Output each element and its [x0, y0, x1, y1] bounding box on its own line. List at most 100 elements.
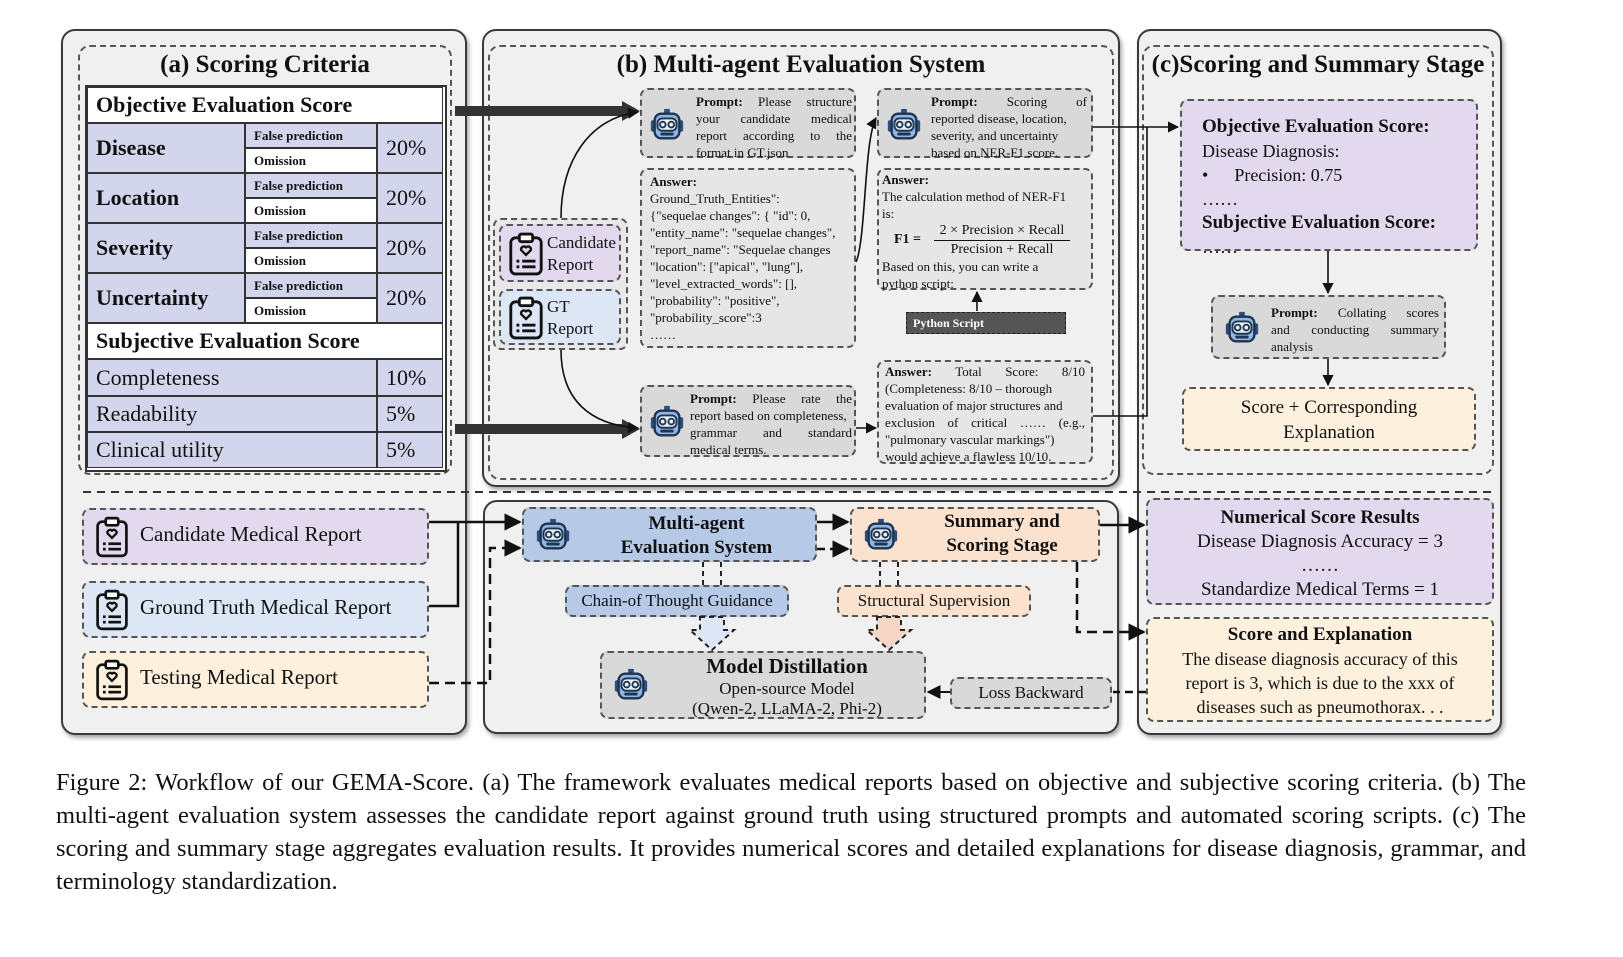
score-explanation-result: Score + Corresponding Explanation — [1182, 387, 1476, 451]
row-completeness-pct: 10% — [377, 359, 443, 396]
row-location-pct: 20% — [377, 173, 443, 223]
result-line-0: Score + Corresponding — [1240, 397, 1418, 418]
f1-formula: F1 = 2 × Precision × Recall Precision + … — [882, 222, 1088, 258]
summary-stage-box: Summary and Scoring Stage — [850, 507, 1100, 562]
prompt2-line-1: reported disease, location, — [931, 111, 1067, 126]
answer2-line-0: The calculation method of NER-F1 — [882, 189, 1067, 204]
prompt3-line-3: medical terms. — [690, 442, 767, 457]
answer1-line-6: "probability": "positive", — [650, 293, 780, 308]
prompt1-box: Prompt: Please structure your candidate … — [640, 88, 856, 160]
answer1-label: Answer: — [650, 174, 697, 189]
row-disease-name: Disease — [87, 123, 245, 173]
result-line-1: Explanation — [1283, 422, 1375, 443]
cot-guidance: Chain-of Thought Guidance — [565, 585, 789, 617]
prompt2-box: Prompt: Scoring of reported disease, loc… — [877, 88, 1093, 160]
panel-a-title: (a) Scoring Criteria — [160, 51, 370, 78]
row-disease-false: False prediction — [245, 123, 377, 148]
prompt1-line-1: your candidate medical — [696, 111, 852, 126]
formula-numerator: 2 × Precision × Recall — [939, 223, 1065, 238]
answer1-line-1: {"sequelae changes": { "id": 0, — [650, 208, 811, 223]
answer1-line-5: "level_extracted_words": [], — [650, 276, 798, 291]
gt-report-line-0: GT — [547, 297, 570, 316]
candidate-report-line-0: Candidate — [547, 233, 616, 252]
gt-report-box: GT Report — [499, 289, 621, 345]
robot-icon — [1223, 310, 1261, 348]
scoring-table: Objective Evaluation Score Disease False… — [85, 85, 447, 472]
row-disease-omission: Omission — [245, 148, 377, 173]
answer2-label: Answer: — [882, 172, 929, 187]
prompt3-box: Prompt: Please rate the report based on … — [640, 385, 856, 457]
row-location-false: False prediction — [245, 173, 377, 198]
bullet: • — [1202, 165, 1209, 185]
row-completeness-name: Completeness — [87, 359, 377, 396]
explanation-line-0: The disease diagnosis accuracy of this — [1182, 649, 1458, 669]
prompt2-label: Prompt: — [931, 94, 978, 109]
answer2-line-1: is: — [882, 206, 895, 221]
answer2-box: Answer: The calculation method of NER-F1… — [877, 168, 1093, 291]
gt-report-line-1: Report — [547, 319, 594, 338]
explanation-line-1: report is 3, which is due to the xxx of — [1185, 673, 1455, 693]
panel-c-title: (c)Scoring and Summary Stage — [1151, 51, 1485, 78]
panel-b-title: (b) Multi-agent Evaluation System — [616, 51, 986, 78]
summary-line-0: Summary and — [944, 511, 1060, 532]
prompt1-line-0: Please structure — [758, 94, 852, 109]
row-severity-false: False prediction — [245, 223, 377, 248]
ground-truth-report-label: Ground Truth Medical Report — [140, 595, 392, 619]
objective-summary-box: Objective Evaluation Score: Disease Diag… — [1180, 99, 1478, 257]
answer1-line-2: "entity_name": "sequelae changes", — [650, 225, 836, 240]
prompt2-line-0: Scoring of — [1006, 94, 1087, 109]
row-disease-pct: 20% — [377, 123, 443, 173]
disease-diagnosis-label: Disease Diagnosis: — [1202, 141, 1340, 161]
collating-line-1: and conducting summary — [1271, 322, 1439, 337]
robot-icon — [862, 517, 900, 555]
answer1-line-7: "probability_score":3 — [650, 310, 762, 325]
explanation-title: Score and Explanation — [1227, 624, 1413, 645]
answer3-line-4: "pulmonary vascular markings") — [885, 432, 1055, 447]
objective-summary-label: Objective Evaluation Score: — [1202, 116, 1430, 137]
prompt2-line-3: based on NER-F1 score. — [931, 145, 1059, 160]
robot-icon — [612, 667, 650, 705]
prompt1-label: Prompt: — [696, 94, 743, 109]
prompt3-label: Prompt: — [690, 391, 737, 406]
figure-caption: Figure 2: Workflow of our GEMA-Score. (a… — [56, 769, 1526, 895]
formula-lhs: F1 = — [894, 232, 922, 247]
collating-prompt-label: Prompt: — [1271, 305, 1318, 320]
document-icon — [507, 295, 545, 341]
numerical-title: Numerical Score Results — [1220, 507, 1420, 528]
subjective-summary-label: Subjective Evaluation Score: — [1202, 212, 1436, 233]
document-icon — [94, 659, 130, 701]
testing-medical-report: Testing Medical Report — [82, 651, 429, 708]
dots-2: …… — [1202, 237, 1238, 257]
numerical-line-2: Standardize Medical Terms = 1 — [1200, 579, 1440, 600]
row-location-omission: Omission — [245, 198, 377, 223]
answer3-line-0: Total Score: 8/10 — [955, 364, 1085, 379]
prompt2-line-2: severity, and uncertainty — [931, 128, 1059, 143]
numerical-line-0: Disease Diagnosis Accuracy = 3 — [1196, 531, 1444, 552]
row-uncertainty-false: False prediction — [245, 273, 377, 298]
distill-sub2: (Qwen-2, LLaMA-2, Phi-2) — [692, 699, 882, 718]
answer3-line-1: (Completeness: 8/10 – thorough — [885, 381, 1053, 396]
distill-sub1: Open-source Model — [719, 679, 855, 698]
ground-truth-medical-report: Ground Truth Medical Report — [82, 581, 429, 638]
answer3-line-3: exclusion of critical …… (e.g., — [885, 415, 1085, 430]
numerical-score-results: Numerical Score Results Disease Diagnosi… — [1146, 498, 1494, 605]
prompt1-line-2: report according to the — [696, 128, 852, 143]
document-icon — [507, 231, 545, 277]
dots-1: …… — [1202, 189, 1238, 209]
answer1-line-3: "report_name": "Sequelae changes — [650, 242, 831, 257]
objective-header: Objective Evaluation Score — [87, 87, 443, 123]
loss-backward-box: Loss Backward — [950, 677, 1112, 709]
collating-prompt-box: Prompt: Collating scores and conducting … — [1211, 295, 1446, 359]
candidate-medical-report-label: Candidate Medical Report — [140, 522, 362, 546]
score-and-explanation: Score and Explanation The disease diagno… — [1146, 617, 1494, 722]
candidate-report-box: Candidate Report — [499, 224, 621, 282]
robot-icon — [534, 517, 572, 555]
row-severity-omission: Omission — [245, 248, 377, 273]
testing-report-label: Testing Medical Report — [140, 665, 338, 689]
row-uncertainty-omission: Omission — [245, 298, 377, 323]
mas-box: Multi-agent Evaluation System — [522, 507, 817, 562]
robot-icon — [648, 404, 686, 442]
answer3-box: Answer: Total Score: 8/10 (Completeness:… — [877, 360, 1093, 464]
collating-line-2: analysis — [1271, 339, 1313, 354]
prompt3-line-1: report based on completeness, — [690, 408, 847, 423]
